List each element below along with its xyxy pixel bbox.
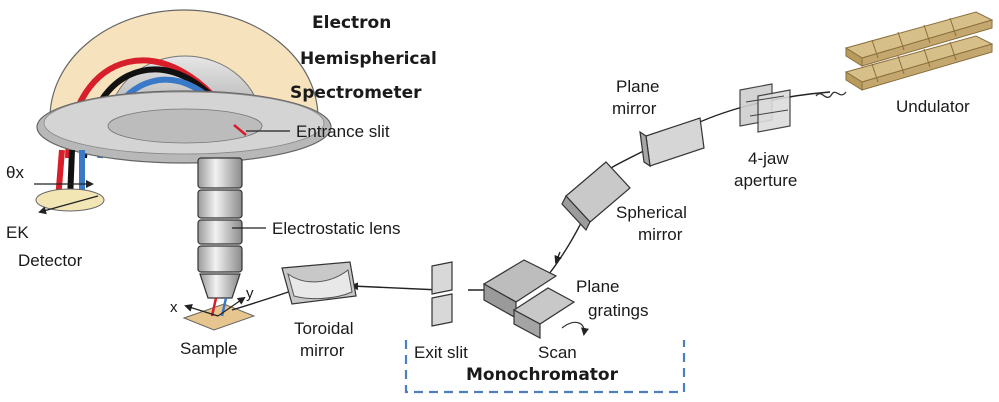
toroidal-mirror-label-line2: mirror	[300, 341, 345, 360]
spectrometer-title-line1: Electron	[312, 13, 391, 33]
theta-x-label: θx	[6, 163, 24, 182]
axis-x-label: x	[170, 299, 178, 316]
entrance-slit-label: Entrance slit	[296, 122, 390, 141]
toroidal-mirror-label-line1: Toroidal	[294, 319, 354, 338]
undulator	[846, 12, 992, 90]
beam-slit-to-toroidal	[352, 286, 440, 290]
undulator-label: Undulator	[896, 97, 970, 116]
spectrometer-title-line2: Hemispherical	[300, 49, 437, 69]
plane-gratings-label-line1: Plane	[576, 277, 619, 296]
scan-label: Scan	[538, 343, 577, 362]
aperture-label-line1: 4-jaw	[748, 149, 789, 168]
spherical-mirror-label-line1: Spherical	[616, 203, 687, 222]
spectrometer	[34, 10, 331, 212]
plane-mirror	[640, 118, 704, 166]
electrostatic-lens-label: Electrostatic lens	[272, 219, 401, 238]
sample-plate	[184, 304, 254, 330]
axis-y-label: y	[246, 285, 254, 302]
four-jaw-aperture	[740, 84, 790, 132]
spherical-mirror-label-line2: mirror	[638, 225, 683, 244]
plane-gratings	[484, 260, 584, 338]
spectrometer-title-line3: Spectrometer	[290, 83, 422, 103]
scan-rotation-icon	[562, 322, 584, 334]
inner-hemisphere-base	[108, 109, 262, 143]
toroidal-mirror	[282, 262, 356, 304]
monochromator-label: Monochromator	[466, 365, 619, 385]
aperture-label-line2: aperture	[734, 171, 797, 190]
detector-label: Detector	[18, 251, 83, 270]
sample	[184, 298, 254, 330]
exit-slit-label: Exit slit	[414, 343, 468, 362]
ek-label: EK	[6, 223, 29, 242]
plane-mirror-label-line1: Plane	[616, 77, 659, 96]
sample-label: Sample	[180, 339, 238, 358]
exit-slit	[432, 262, 452, 326]
plane-gratings-label-line2: gratings	[588, 301, 648, 320]
plane-mirror-label-line2: mirror	[612, 99, 657, 118]
detector-disk	[36, 189, 104, 211]
